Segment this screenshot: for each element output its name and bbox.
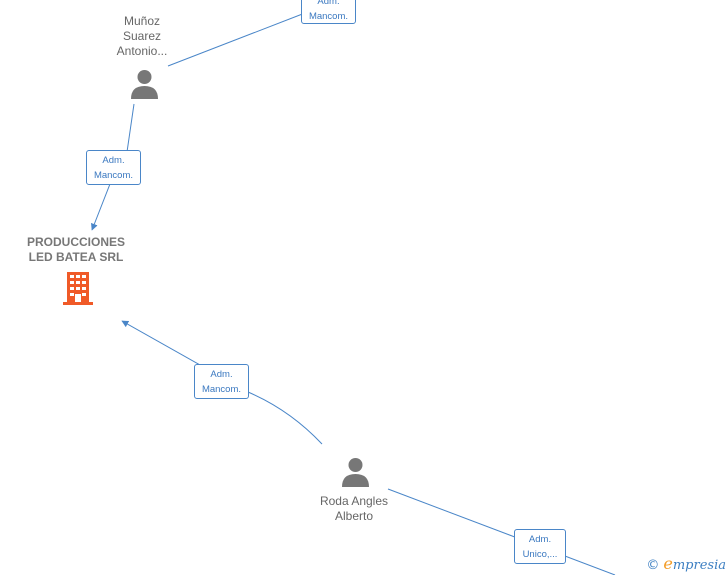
edge-label-roda-company-line1: Adm.	[210, 369, 233, 380]
edge-label-top[interactable]: Adm. Mancom.	[301, 0, 356, 24]
person-munoz-line3: Antonio...	[116, 44, 168, 58]
person-icon[interactable]	[340, 457, 371, 488]
person-icon[interactable]	[129, 69, 160, 100]
edge-roda-company	[121, 320, 323, 445]
edge-label-roda-company-line2: Mancom.	[201, 384, 242, 395]
edge-label-roda-company[interactable]: Adm. Mancom.	[194, 364, 249, 399]
company-line2: LED BATEA SRL	[28, 250, 124, 264]
edge-label-munoz-company-line2: Mancom.	[93, 170, 134, 181]
edge-label-munoz-company[interactable]: Adm. Mancom.	[86, 150, 141, 185]
edge-label-roda-out-line2: Unico,...	[522, 549, 558, 560]
empresia-watermark[interactable]: ©empresia	[646, 554, 726, 573]
edge-label-top-line2: Mancom.	[308, 11, 349, 22]
edge-label-roda-out[interactable]: Adm. Unico,...	[514, 529, 566, 564]
brand-initial: e	[663, 554, 673, 573]
company-label[interactable]: PRODUCCIONES LED BATEA SRL	[10, 235, 142, 265]
edge-munoz-top	[167, 12, 306, 67]
edge-label-roda-out-line1: Adm.	[528, 534, 552, 545]
person-munoz-line1: Muñoz	[123, 14, 161, 28]
edge-label-top-line1: Adm.	[317, 0, 340, 7]
person-munoz-label[interactable]: Muñoz Suarez Antonio...	[100, 14, 184, 59]
person-roda-line2: Alberto	[334, 509, 374, 523]
edge-roda-out	[387, 488, 616, 575]
brand-rest: mpresia	[672, 558, 726, 573]
copyright-icon: ©	[646, 558, 660, 573]
company-line1: PRODUCCIONES	[26, 235, 125, 249]
person-roda-label[interactable]: Roda Angles Alberto	[300, 494, 408, 524]
edge-label-munoz-company-line1: Adm.	[102, 155, 125, 166]
building-icon[interactable]	[62, 272, 94, 305]
person-roda-line1: Roda Angles	[319, 494, 389, 508]
person-munoz-line2: Suarez	[122, 29, 162, 43]
